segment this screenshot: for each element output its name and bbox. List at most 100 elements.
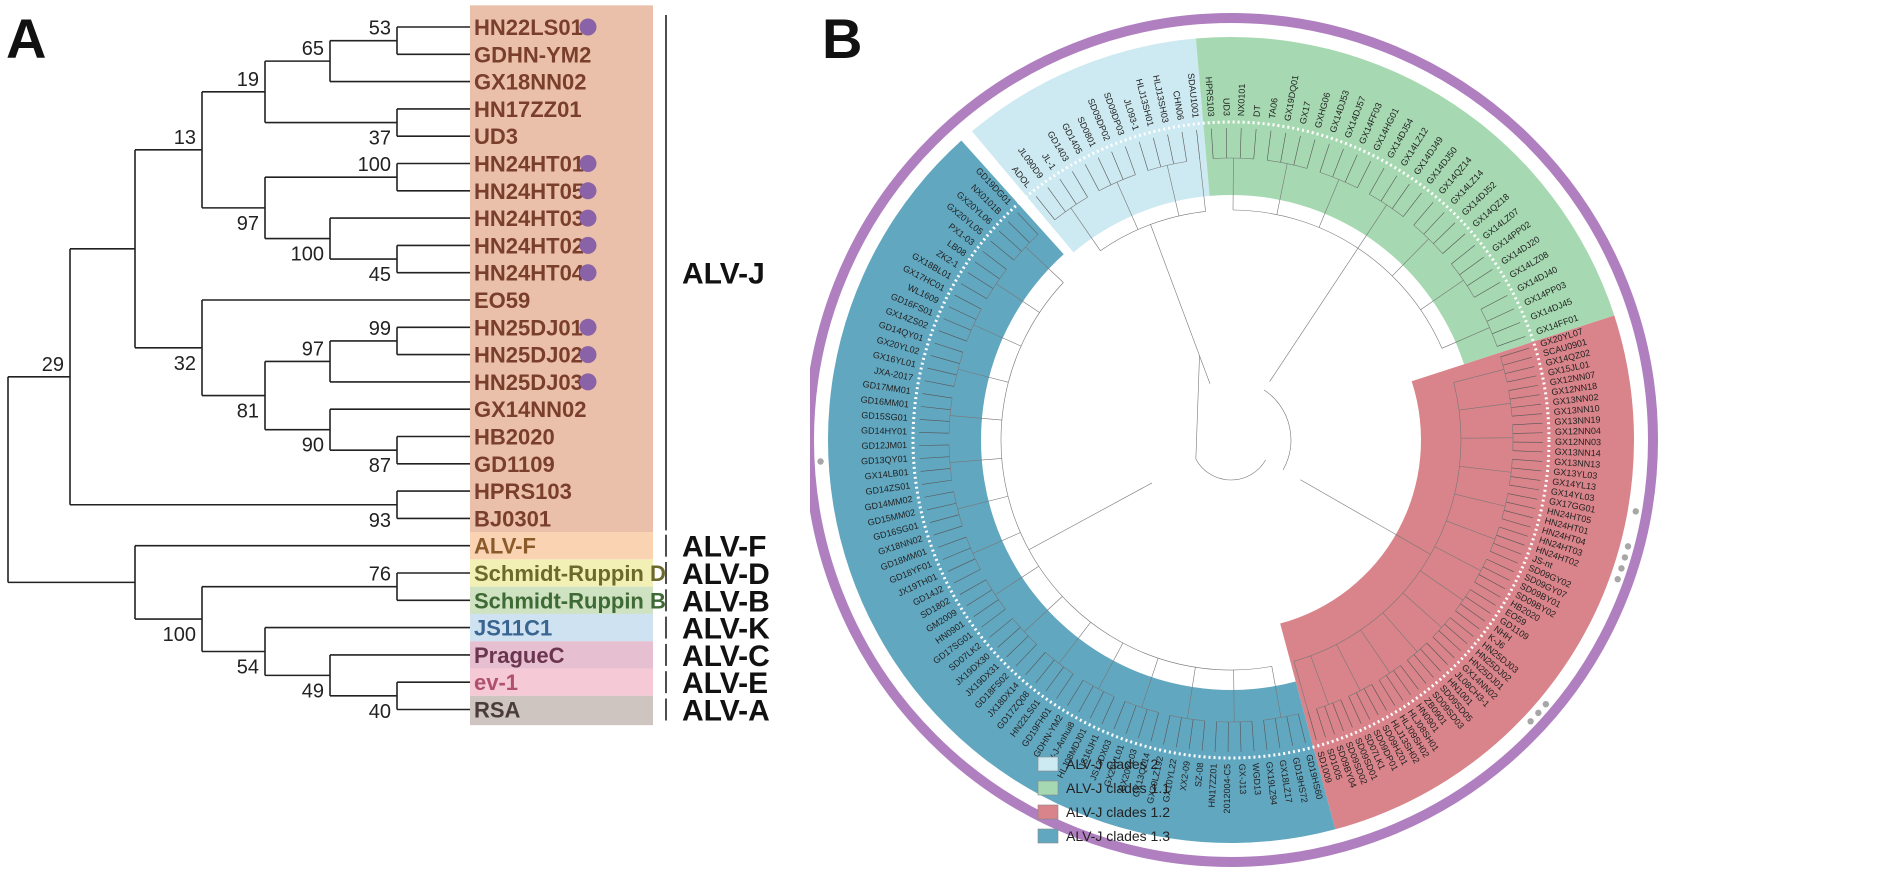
leaf-branch [1015,644,1037,667]
leaf-branch [1492,322,1521,335]
leaf-branch [1500,347,1530,358]
leaf-branch [1201,720,1206,751]
leaf-branch [954,294,982,310]
sample-marker-dot [1632,508,1639,515]
branch-stem [1360,629,1391,674]
leaf-branch [1089,691,1104,719]
bootstrap-value: 90 [302,435,324,457]
phylogenetic-tree-a: HN22LS01GDHN-YM2GX18NN02HN17ZZ01UD3HN24H… [7,5,770,728]
leaf-branch [1438,630,1462,652]
sample-marker-dot [1618,565,1625,572]
leaf-branch [1426,642,1448,665]
leaf-label: HPRS103 [1204,76,1217,117]
leaf-branch [1152,137,1162,167]
bootstrap-value: 76 [369,564,391,586]
bootstrap-value: 99 [369,318,391,340]
sample-marker-dot [1624,543,1632,550]
legend-label: ALV-J clades 2 [1066,756,1159,772]
leaf-label: DT [1252,104,1263,117]
leaf-branch [933,525,963,536]
taxon-label: HN24HT03 [474,206,584,231]
branch-stem [1459,403,1511,411]
branch-arc [1263,389,1292,470]
leaf-branch [1502,357,1532,366]
leaf-branch [1496,534,1525,546]
leaf-label: HN17ZZ01 [1207,763,1219,807]
leaf-branch [1506,375,1537,383]
branch-stem [1058,622,1091,664]
branch-arc [953,491,963,527]
taxon-label: EO59 [474,288,530,313]
leaf-branch [1006,635,1029,658]
sample-marker-dot [579,318,597,336]
leaf-branch [1433,222,1456,244]
leaf-branch [1496,336,1526,347]
leaf-branch [973,599,999,617]
branch-arc [986,269,1007,299]
leaf-label: SDAU1001 [1186,73,1201,119]
branch-stem [1434,546,1481,572]
sample-marker-dot [1535,709,1542,717]
leaf-branch [1503,510,1534,519]
sample-marker-dot [579,155,597,172]
leaf-branch [927,367,957,376]
clade-sector-1-3 [827,140,1336,844]
leaf-branch [1413,654,1434,678]
branch-arc [1195,458,1266,481]
leaf-branch [924,380,955,387]
branch-stem [1070,207,1101,251]
leaf-branch [1316,708,1326,738]
leaf-branch [922,479,952,485]
leaf-branch [1378,679,1396,706]
branch-stem [973,324,1022,347]
leaf-branch [948,306,977,320]
bootstrap-value: 100 [163,624,196,646]
leaf-branch [1465,596,1491,614]
clade-sector-1-1 [1195,36,1615,365]
bootstrap-value: 100 [291,244,324,266]
leaf-branch [1113,701,1126,730]
leaf-branch [1306,139,1316,169]
leaf-branch [1501,518,1531,528]
taxon-label: HN25DJ03 [474,370,583,395]
taxon-label: HB2020 [474,425,555,450]
leaf-branch [1391,183,1410,209]
leaf-label: GX14LB01 [864,467,909,481]
leaf-branch [1274,718,1281,749]
sample-marker-dot [1621,554,1629,561]
clade-band-alv-j [470,5,653,533]
leaf-branch [1125,705,1137,734]
clade-name-label: ALV-K [682,613,770,646]
leaf-branch [1297,713,1306,744]
clade-name-label: ALV-B [682,585,770,618]
sample-marker-dot [579,209,597,227]
leaf-branch [1486,308,1515,322]
leaf-label: GX13YL03 [1553,467,1598,481]
leaf-branch [1150,712,1159,742]
leaf-branch [1512,450,1543,453]
leaf-branch [919,444,950,446]
leaf-branch [1196,129,1201,160]
bootstrap-value: 45 [369,264,391,286]
branch-arc [1267,160,1308,169]
leaf-branch [1512,432,1543,434]
branch-stem [1024,596,1063,632]
branch-stem [1454,493,1506,507]
branch-stem [1446,520,1496,540]
branch-stem [1271,666,1282,718]
branch-arc [1480,309,1498,347]
leaf-label: WGD13 [1251,763,1263,796]
leaf-branch [1319,143,1330,173]
leaf-branch [1293,135,1301,166]
bootstrap-value: 49 [302,680,324,702]
branch-arc [1169,715,1205,722]
branch-stem [1441,327,1490,349]
leaf-branch [1511,413,1542,417]
leaf-branch [1251,721,1255,752]
bootstrap-value: 13 [174,127,196,149]
leaf-label: GX13NN19 [1554,414,1601,426]
leaf-branch [959,579,987,595]
leaf-branch [1253,128,1257,159]
sample-marker-dot [579,264,597,282]
clade-sector-2 [971,38,1210,253]
